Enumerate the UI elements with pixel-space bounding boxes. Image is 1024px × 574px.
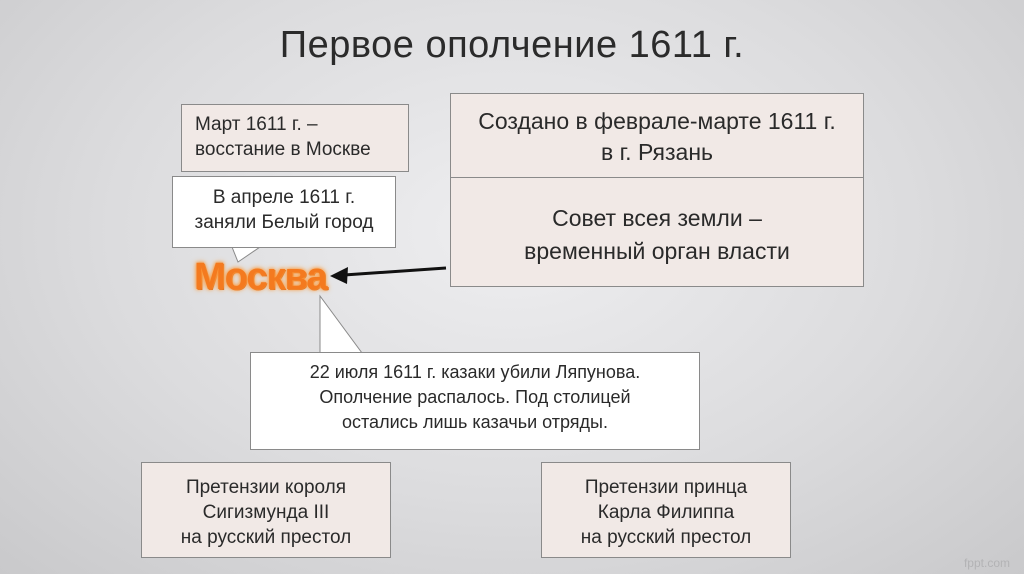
founded-box: Создано в феврале-марте 1611 г. в г. Ряз… [450,93,864,178]
march-line-2: восстание в Москве [195,139,371,160]
july-callout-pointer [319,294,363,354]
july-callout-box: 22 июля 1611 г. казаки убили Ляпунова. О… [250,352,700,450]
karl-philipp-claims-box: Претензии принца Карла Филиппа на русски… [541,462,791,558]
watermark: fppt.com [963,556,1010,570]
karl-line-1: Претензии принца [584,477,748,498]
april-callout-box: В апреле 1611 г. заняли Белый город [172,176,396,248]
slide-title: Первое ополчение 1611 г. [279,24,745,66]
march-uprising-box: Март 1611 г. – восстание в Москве [181,104,409,172]
march-line-1: Март 1611 г. – [195,114,318,135]
karl-line-2: Карла Филиппа [597,502,735,523]
sigismund-claims-box: Претензии короля Сигизмунда III на русск… [141,462,391,558]
sigismund-line-1: Претензии короля [185,477,347,498]
april-line-1: В апреле 1611 г. [212,187,356,208]
council-line-2: временный орган власти [524,238,790,264]
july-line-3: остались лишь казачьи отряды. [342,412,608,432]
karl-line-3: на русский престол [580,527,752,548]
july-line-1: 22 июля 1611 г. казаки убили Ляпунова. [309,362,641,382]
arrow-to-moscow-head [330,267,348,284]
july-line-2: Ополчение распалось. Под столицей [319,387,631,407]
founded-line-1: Создано в феврале-марте 1611 г. [478,108,836,134]
april-line-2: заняли Белый город [194,212,374,233]
arrow-to-moscow-line [343,266,447,277]
moscow-label: Москва [194,256,328,298]
sigismund-line-3: на русский престол [180,527,352,548]
council-line-1: Совет всея земли – [552,205,762,231]
sigismund-line-2: Сигизмунда III [202,502,330,523]
founded-line-2: в г. Рязань [600,139,714,165]
council-box: Совет всея земли – временный орган власт… [450,177,864,287]
